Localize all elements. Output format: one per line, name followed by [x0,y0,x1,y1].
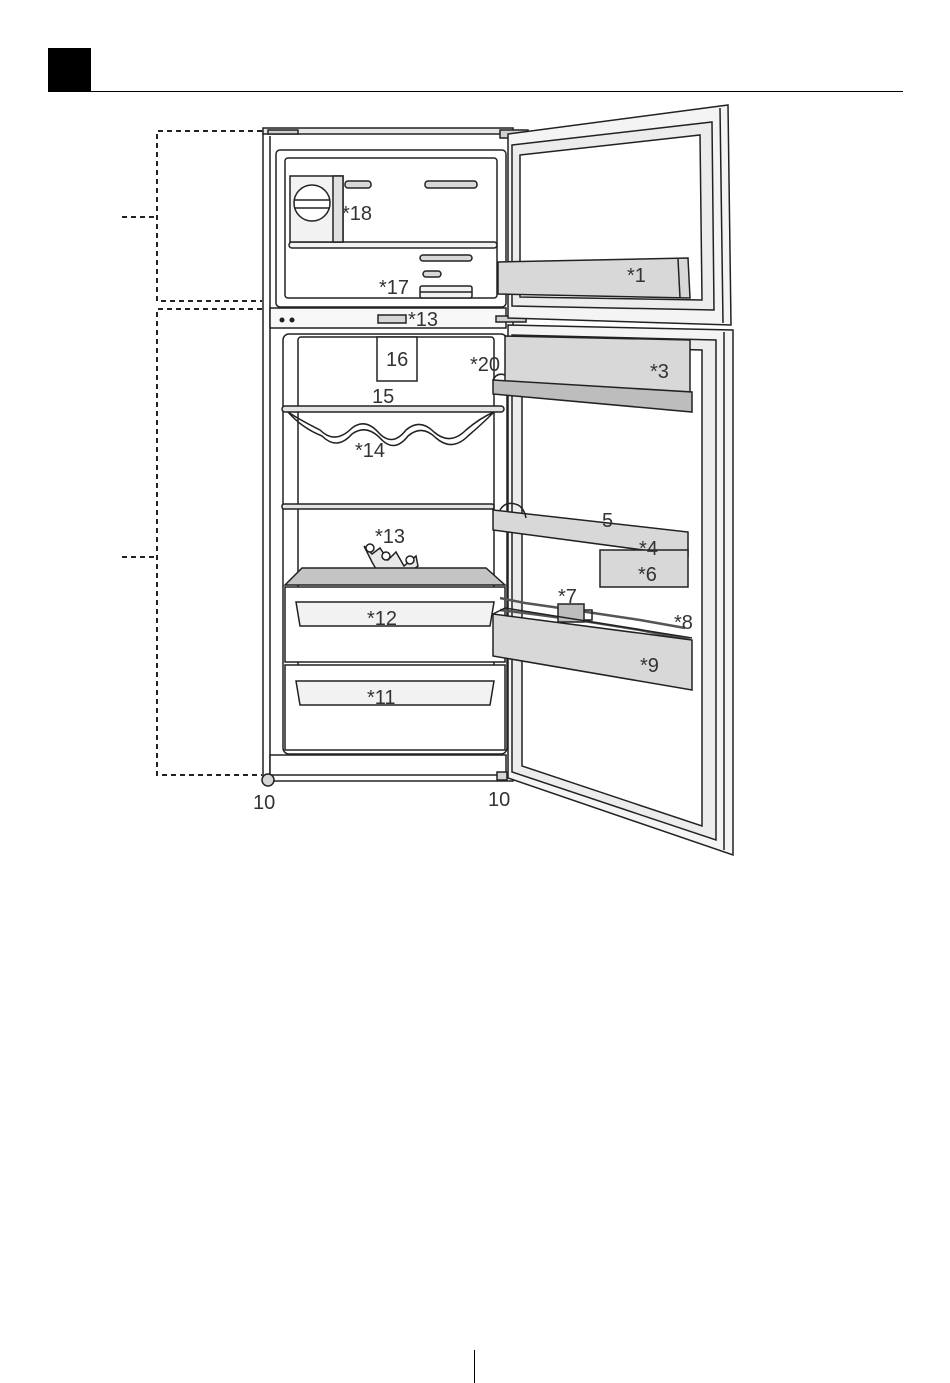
callout-7: *7 [558,586,577,608]
freezer-bracket [157,131,262,301]
callout-12: *12 [367,608,397,630]
freezer-vent-left [345,181,371,188]
foot-left [262,774,274,786]
freezer-door-shelf [498,258,690,298]
ice-maker-dial [294,185,330,221]
top-cap [263,128,513,134]
callout-15: 15 [372,386,394,408]
callout-16: 16 [386,349,408,371]
callout-10-right: 10 [488,789,510,811]
thermostat-control [378,315,406,323]
callout-14: *14 [355,440,385,462]
crisper-cover [285,568,505,585]
freezer-vent-right [425,181,477,188]
callout-4: *4 [639,538,658,560]
callout-13-top: *13 [408,309,438,331]
callout-10-left: 10 [253,792,275,814]
callout-6: *6 [638,564,657,586]
top-hinge-badge [268,130,298,134]
callout-1: *1 [627,265,646,287]
callout-5: 5 [602,510,613,532]
callout-20: *20 [470,354,500,376]
compartment-brackets [122,131,262,775]
footer-rule [474,1350,475,1383]
callout-3: *3 [650,361,669,383]
glass-shelf-middle [282,504,494,509]
callout-18: *18 [342,203,372,225]
cabinet-base [270,755,506,775]
freezer-door [498,105,731,325]
callout-9: *9 [640,655,659,677]
freezer-shelf [289,242,497,248]
callout-11: *11 [367,687,396,709]
callout-8: *8 [674,612,693,634]
fridge-bracket [157,309,262,775]
fridge-door [493,325,733,855]
freezer-vent-mid [420,255,472,261]
foot-right [497,772,507,780]
callout-13-mid: *13 [375,526,405,548]
freezer-vent-small [423,271,441,277]
callout-17: *17 [379,277,409,299]
